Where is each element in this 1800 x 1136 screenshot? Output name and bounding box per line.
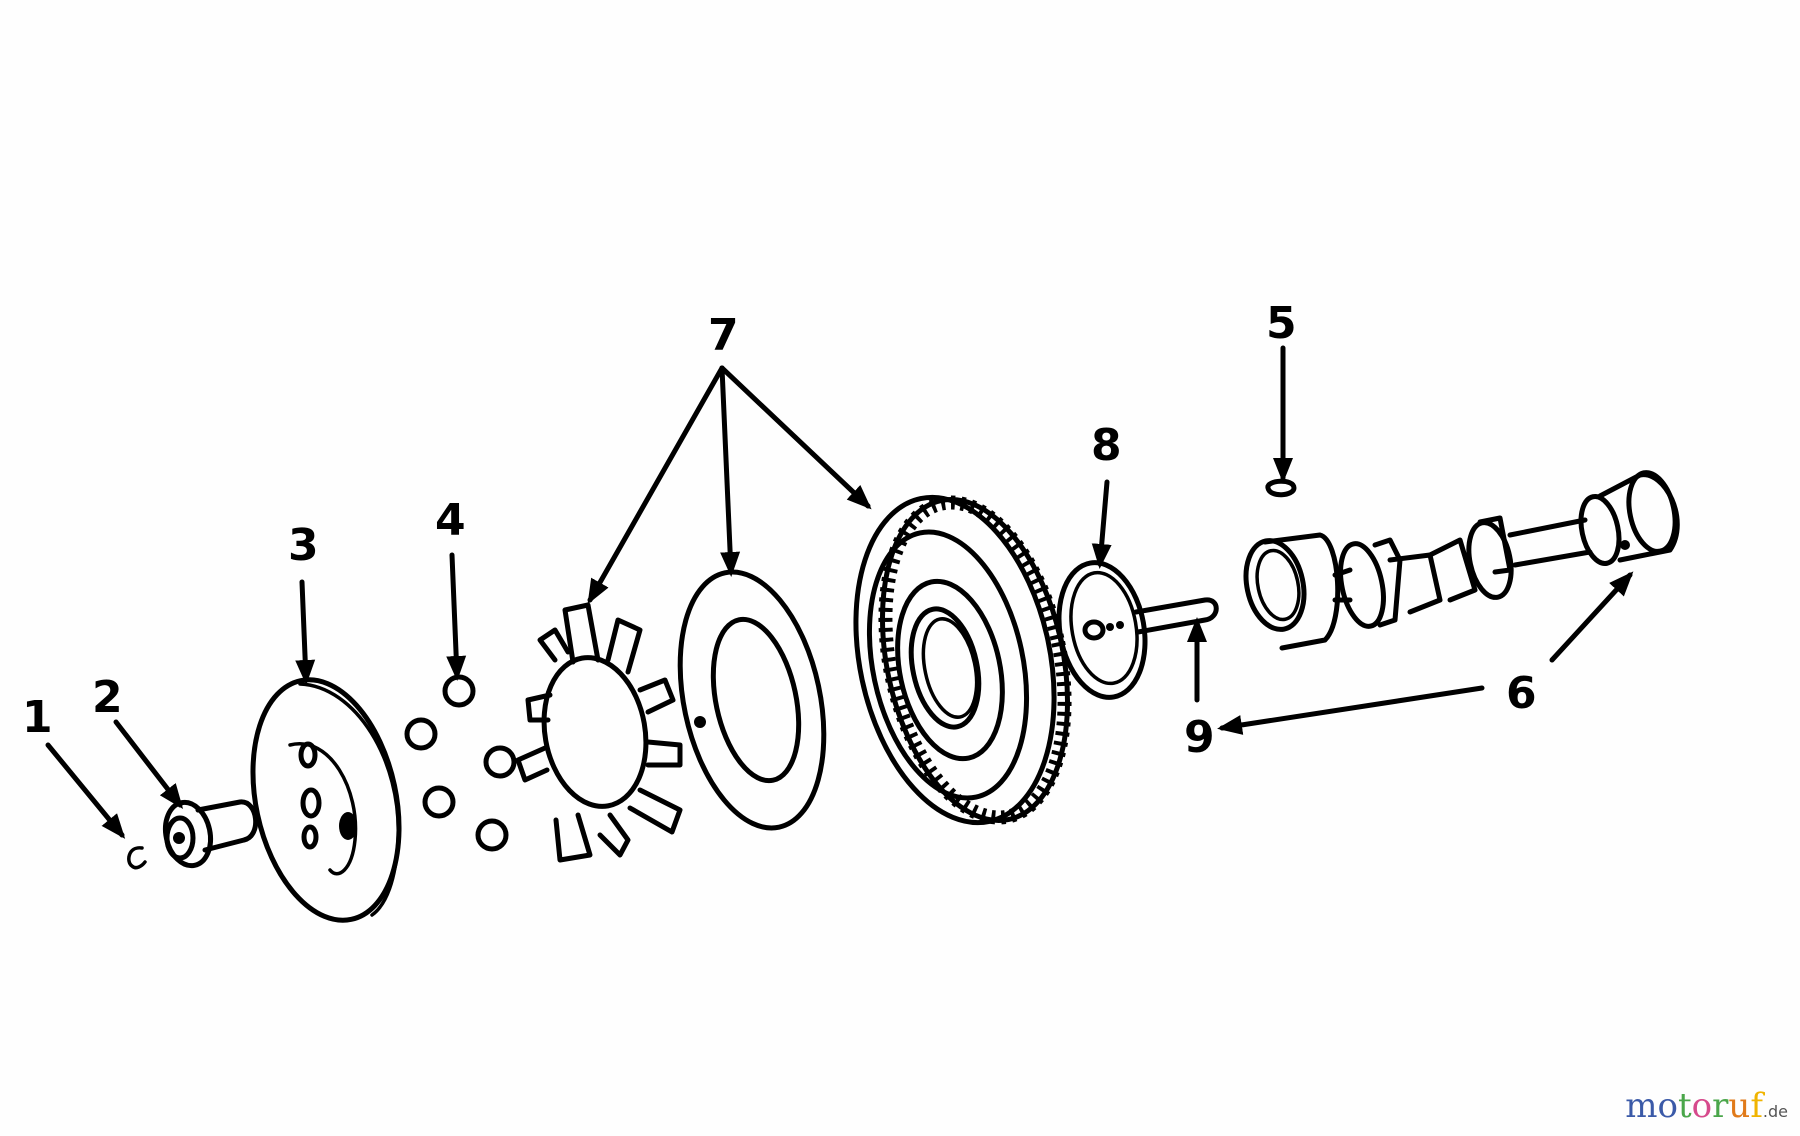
ball-icon [442,674,476,708]
leader-arrow-6a [1549,571,1634,663]
callout-label-7: 7 [708,310,739,361]
logo-letter: t [1677,1086,1692,1126]
ball-icon [475,818,509,852]
leader-arrow-3 [295,579,316,685]
part-washer-plate[interactable] [1049,556,1155,705]
logo-letter: m [1625,1086,1658,1126]
c-clip-icon [127,846,147,870]
part-governor-plate[interactable] [232,666,420,934]
logo-letter: u [1728,1086,1751,1126]
callout-label-1: 1 [22,692,53,743]
leader-arrow-4 [446,552,467,681]
callout-label-2: 2 [92,672,123,723]
part-pin[interactable] [1133,597,1219,635]
logo-letter: o [1657,1086,1678,1126]
leader-arrow-6b [1217,685,1485,735]
callout-6: 6 [1217,571,1634,735]
motoruf-watermark-logo[interactable]: motoruf.de [1625,1086,1788,1126]
callout-7: 7 [587,310,872,605]
part-clip[interactable] [127,846,147,870]
leader-arrow-2 [113,719,184,809]
logo-letter: f [1750,1086,1763,1126]
logo-letter: o [1691,1086,1713,1126]
leader-arrow-7a [587,365,725,605]
callout-label-3: 3 [288,520,319,571]
part-bolt[interactable] [160,798,259,870]
logo-letter: r [1712,1086,1729,1126]
part-camshaft[interactable] [1238,468,1682,651]
leader-arrow-7c [719,365,872,510]
ball-icon [483,745,517,779]
callout-8: 8 [1091,420,1122,569]
callout-label-8: 8 [1091,420,1122,471]
callout-3: 3 [288,520,319,685]
part-flyweight-carrier[interactable] [515,602,683,863]
key-icon [1265,478,1297,498]
callout-label-6: 6 [1506,668,1537,719]
ball-icon [404,717,438,751]
callout-1: 1 [22,692,126,839]
leader-arrow-8 [1091,479,1112,569]
callout-label-5: 5 [1266,298,1297,349]
ball-icon [422,785,456,819]
bolt-shank [195,799,259,853]
part-woodruff-key[interactable] [1265,478,1297,498]
callout-2: 2 [92,672,184,809]
part-balls[interactable] [404,674,517,852]
callout-4: 4 [435,495,467,681]
logo-tld: .de [1762,1102,1788,1121]
leader-arrow-7b [719,365,741,577]
bolt-socket [164,815,196,861]
callout-label-4: 4 [435,495,466,546]
callout-9: 9 [1184,617,1215,763]
part-thrust-washer[interactable] [658,559,845,842]
leader-arrow-1 [45,742,126,839]
part-cam-gear[interactable] [828,479,1095,841]
callout-5: 5 [1266,298,1297,483]
callout-label-9: 9 [1184,712,1215,763]
